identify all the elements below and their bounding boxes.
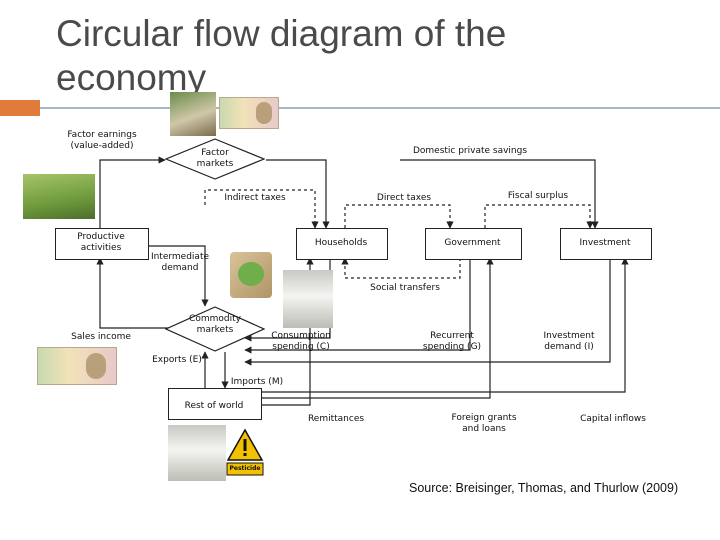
arrow-social-transfers: [341, 257, 461, 279]
warehouse-photo-right: [283, 270, 333, 328]
arrow-factor-to-households: [266, 159, 330, 229]
label-rest-of-world: Rest of world: [184, 401, 244, 411]
productive-activities-box: [55, 228, 149, 260]
label-investment: Investment: [579, 238, 631, 248]
banknote-left: [37, 347, 117, 385]
investment-box: [560, 228, 652, 260]
pesticide-sign: Pesticide: [226, 428, 264, 478]
farmer-photo-top: [170, 92, 216, 136]
label-commodity-markets: Commodity markets: [189, 314, 241, 335]
label-imports: Imports (M): [230, 377, 284, 387]
arrow-capital-inflows: [245, 257, 629, 393]
label-consumption-spending: Consumption spending (C): [271, 331, 331, 352]
label-capital-inflows: Capital inflows: [580, 414, 646, 424]
label-fiscal-surplus: Fiscal surplus: [507, 191, 569, 201]
arrow-sales-income: [96, 257, 185, 329]
product-package-photo: [230, 252, 272, 298]
label-social-transfers: Social transfers: [370, 283, 440, 293]
pesticide-sign-text: Pesticide: [229, 465, 261, 472]
warehouse-photo-bottom: [168, 425, 226, 481]
title-accent-bar: [0, 100, 40, 116]
label-domestic-private-savings: Domestic private savings: [412, 146, 528, 156]
factor-markets-node: [165, 138, 265, 180]
arrow-foreign-grants: [245, 257, 494, 399]
label-investment-demand: Investment demand (I): [543, 331, 595, 352]
rice-field-photo: [23, 174, 95, 219]
label-government: Government: [444, 238, 501, 248]
commodity-markets-node: [165, 306, 265, 352]
warning-triangle-icon: [226, 428, 264, 476]
label-productive-activities: Productive activities: [77, 232, 125, 253]
arrow-factor-earnings: [99, 156, 166, 228]
arrow-intermediate-demand: [148, 245, 209, 307]
label-direct-taxes: Direct taxes: [376, 193, 432, 203]
label-exports: Exports (E): [152, 355, 202, 365]
label-indirect-taxes: Indirect taxes: [224, 193, 286, 203]
households-box: [296, 228, 388, 260]
label-recurrent-spending: Recurrent spending (G): [422, 331, 482, 352]
government-box: [425, 228, 522, 260]
banknote-top: [219, 97, 279, 129]
label-intermediate-demand: Intermediate demand: [150, 252, 210, 273]
label-sales-income: Sales income: [71, 332, 131, 342]
source-citation: Source: Breisinger, Thomas, and Thurlow …: [409, 481, 679, 495]
label-foreign-grants: Foreign grants and loans: [451, 413, 517, 434]
arrow-direct-taxes: [344, 204, 454, 229]
rest-of-world-box: [168, 388, 262, 420]
label-factor-earnings: Factor earnings (value-added): [67, 130, 137, 151]
arrow-indirect-taxes: [204, 189, 319, 229]
label-factor-markets: Factor markets: [196, 148, 234, 169]
arrow-investment-demand: [244, 258, 611, 366]
arrow-fiscal-surplus: [484, 204, 594, 229]
arrow-recurrent: [244, 258, 471, 354]
arrow-domestic-savings: [400, 159, 599, 229]
label-remittances: Remittances: [307, 414, 365, 424]
label-households: Households: [314, 238, 368, 248]
title-underline: [40, 107, 720, 109]
slide-title: Circular flow diagram of the economy: [56, 13, 507, 98]
